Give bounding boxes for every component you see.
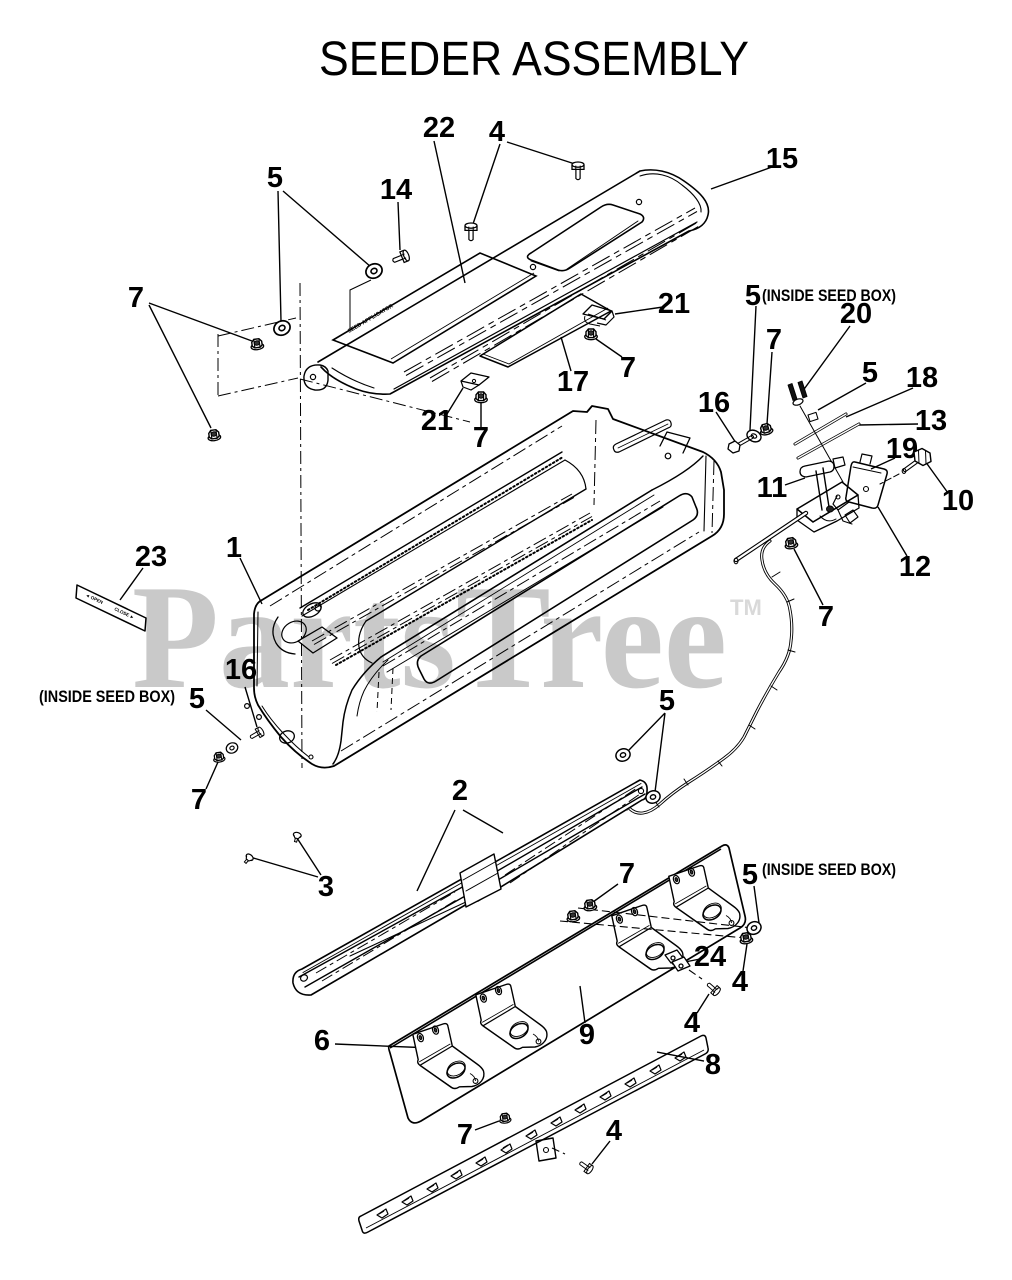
svg-text:22: 22 [423, 112, 455, 144]
svg-text:13: 13 [915, 405, 947, 437]
svg-text:(INSIDE SEED BOX): (INSIDE SEED BOX) [762, 287, 896, 305]
svg-text:14: 14 [380, 174, 412, 206]
svg-text:20: 20 [840, 298, 872, 330]
svg-text:10: 10 [942, 485, 974, 517]
svg-text:2: 2 [452, 775, 468, 807]
svg-text:5: 5 [659, 685, 675, 717]
svg-text:7: 7 [191, 784, 207, 816]
svg-text:TM: TM [730, 595, 762, 620]
svg-text:4: 4 [606, 1115, 622, 1147]
svg-text:7: 7 [457, 1119, 473, 1151]
svg-text:5: 5 [862, 357, 878, 389]
svg-text:4: 4 [489, 116, 505, 148]
svg-text:16: 16 [698, 387, 730, 419]
svg-text:21: 21 [421, 405, 453, 437]
svg-text:1: 1 [226, 532, 242, 564]
svg-text:5: 5 [742, 859, 758, 891]
svg-text:7: 7 [128, 282, 144, 314]
svg-text:15: 15 [766, 143, 798, 175]
svg-text:(INSIDE SEED BOX): (INSIDE SEED BOX) [39, 688, 175, 706]
svg-text:5: 5 [189, 683, 205, 715]
svg-text:12: 12 [899, 551, 931, 583]
svg-text:7: 7 [766, 324, 782, 356]
svg-text:11: 11 [757, 472, 788, 504]
svg-text:SEEDER ASSEMBLY: SEEDER ASSEMBLY [319, 32, 749, 86]
svg-text:16: 16 [225, 654, 257, 686]
svg-text:23: 23 [135, 541, 167, 573]
svg-text:7: 7 [619, 858, 635, 890]
svg-text:7: 7 [818, 601, 834, 633]
svg-text:9: 9 [579, 1019, 595, 1051]
svg-text:21: 21 [658, 288, 690, 320]
svg-text:4: 4 [732, 966, 748, 998]
svg-text:5: 5 [745, 280, 761, 312]
svg-text:7: 7 [473, 422, 489, 454]
svg-text:4: 4 [684, 1007, 700, 1039]
svg-text:7: 7 [620, 352, 636, 384]
svg-text:5: 5 [267, 162, 283, 194]
svg-text:6: 6 [314, 1025, 330, 1057]
svg-text:17: 17 [557, 366, 589, 398]
svg-text:3: 3 [318, 871, 334, 903]
svg-text:8: 8 [705, 1049, 721, 1081]
svg-text:(INSIDE SEED BOX): (INSIDE SEED BOX) [762, 861, 896, 879]
